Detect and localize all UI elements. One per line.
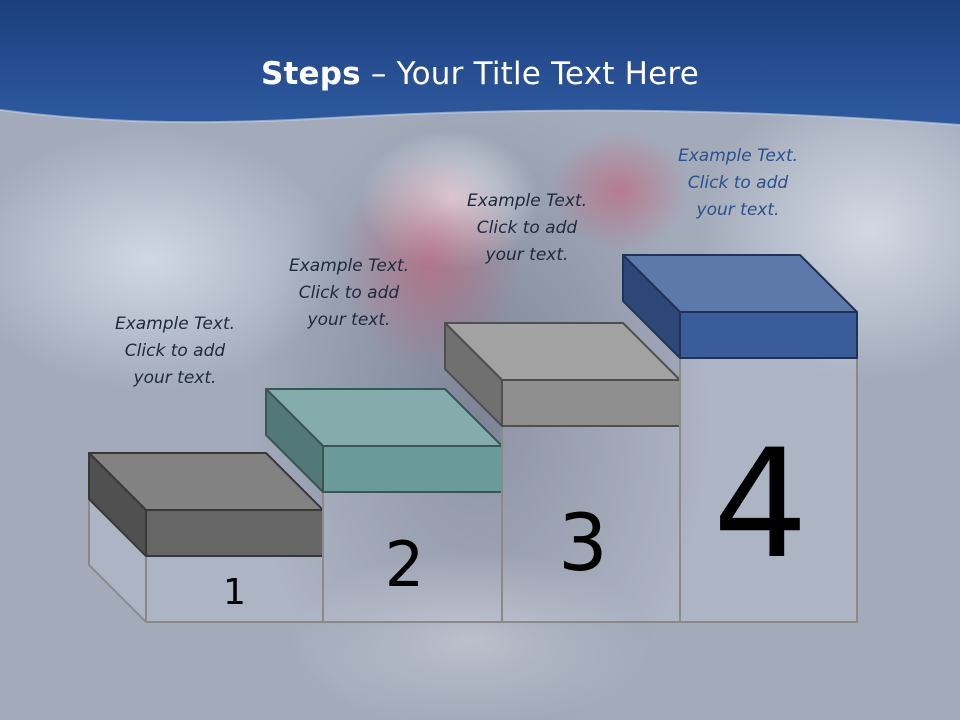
step-4-text[interactable]: Example Text. Click to add your text. [648,143,828,224]
step-2-number: 2 [385,528,424,601]
step-4-line-1: Example Text. [677,146,799,166]
step-3-line-1: Example Text. [466,191,588,211]
step-2-line-1: Example Text. [288,256,410,276]
step-1-line-1: Example Text. [114,314,236,334]
step-1-text[interactable]: Example Text. Click to add your text. [85,311,265,392]
step-2-line-3: your text. [307,310,391,330]
step-2-line-2: Click to add [298,283,400,303]
page-title: Steps – Your Title Text Here [0,56,960,92]
step-3-line-3: your text. [485,245,569,265]
step-1-number: 1 [223,572,246,613]
title-rest: – Your Title Text Here [360,56,699,92]
step-1-cap-front [145,509,324,557]
step-3-number: 3 [558,499,608,589]
step-4-line-2: Click to add [687,173,789,193]
step-3-line-2: Click to add [476,218,578,238]
step-3-text[interactable]: Example Text. Click to add your text. [437,188,617,269]
step-3-cap-front [501,379,681,427]
step-2-text[interactable]: Example Text. Click to add your text. [259,253,439,334]
step-1-line-2: Click to add [124,341,226,361]
title-bold: Steps [260,56,361,92]
step-2-cap-front [322,445,503,493]
step-4-cap-front [679,311,858,359]
step-4-line-3: your text. [696,200,780,220]
step-4-number: 4 [713,418,808,592]
step-1-line-3: your text. [133,368,217,388]
